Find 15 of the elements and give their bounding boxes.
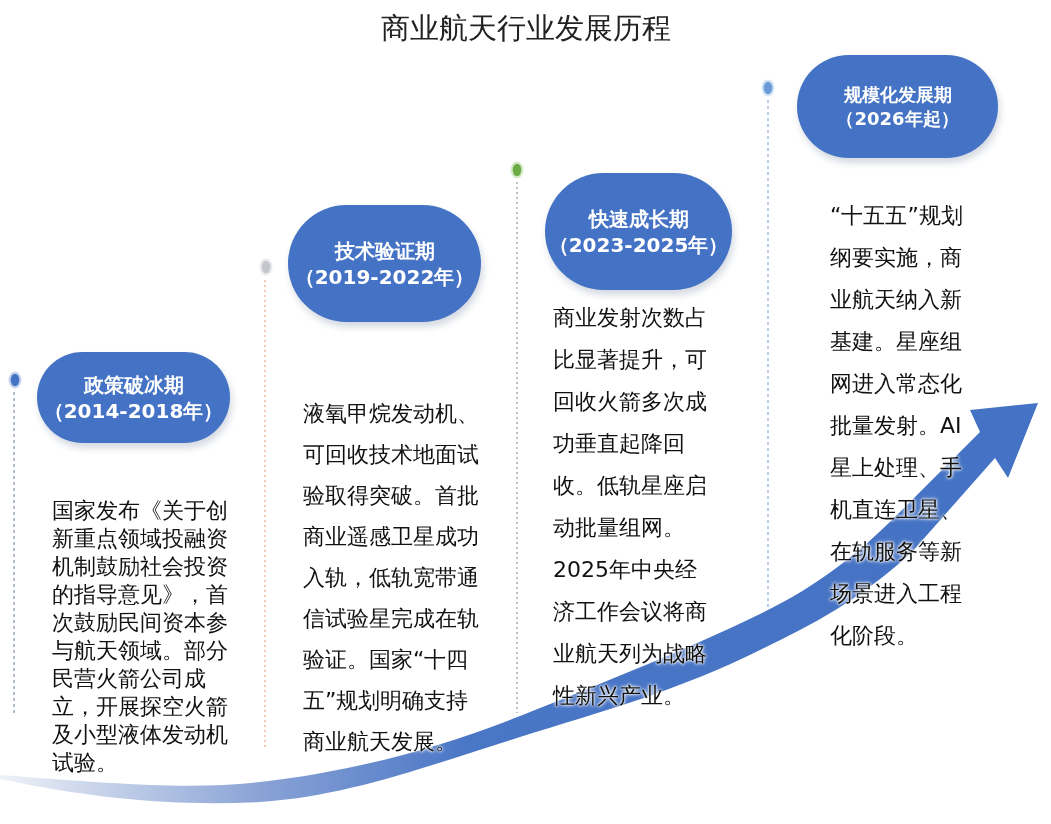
phase-pill <box>37 352 230 443</box>
phase-description: 液氧甲烷发动机、可回收技术地面试验取得突破。首批商业遥感卫星成功入轨，低轨宽带通信试验星完成在轨验证。国家“十四五”规划明确支持商业航天发展。 <box>303 400 480 756</box>
year-range: （2026年起） <box>836 106 959 130</box>
phase-name: 技术验证期 <box>334 237 435 264</box>
phase-name: 规模化发展期 <box>843 83 952 107</box>
phase-pill <box>797 55 998 158</box>
year-range: （2023-2025年） <box>548 231 729 258</box>
phase-pill <box>545 173 732 290</box>
title: 商业航天行业发展历程 <box>380 10 671 46</box>
phase-pill <box>288 205 481 322</box>
year-range: （2019-2022年） <box>294 263 475 290</box>
phase-name: 快速成长期 <box>588 205 689 232</box>
year-range: （2014-2018年） <box>43 397 224 424</box>
phase-description: 国家发布《关于创新重点领域投融资机制鼓励社会投资的指导意见》，首次鼓励民间资本参与航天领域。部分民营火箭公司成立，开展探空火箭及小型液体发动机试验。 <box>52 497 229 777</box>
phase-name: 政策破冰期 <box>83 371 184 398</box>
